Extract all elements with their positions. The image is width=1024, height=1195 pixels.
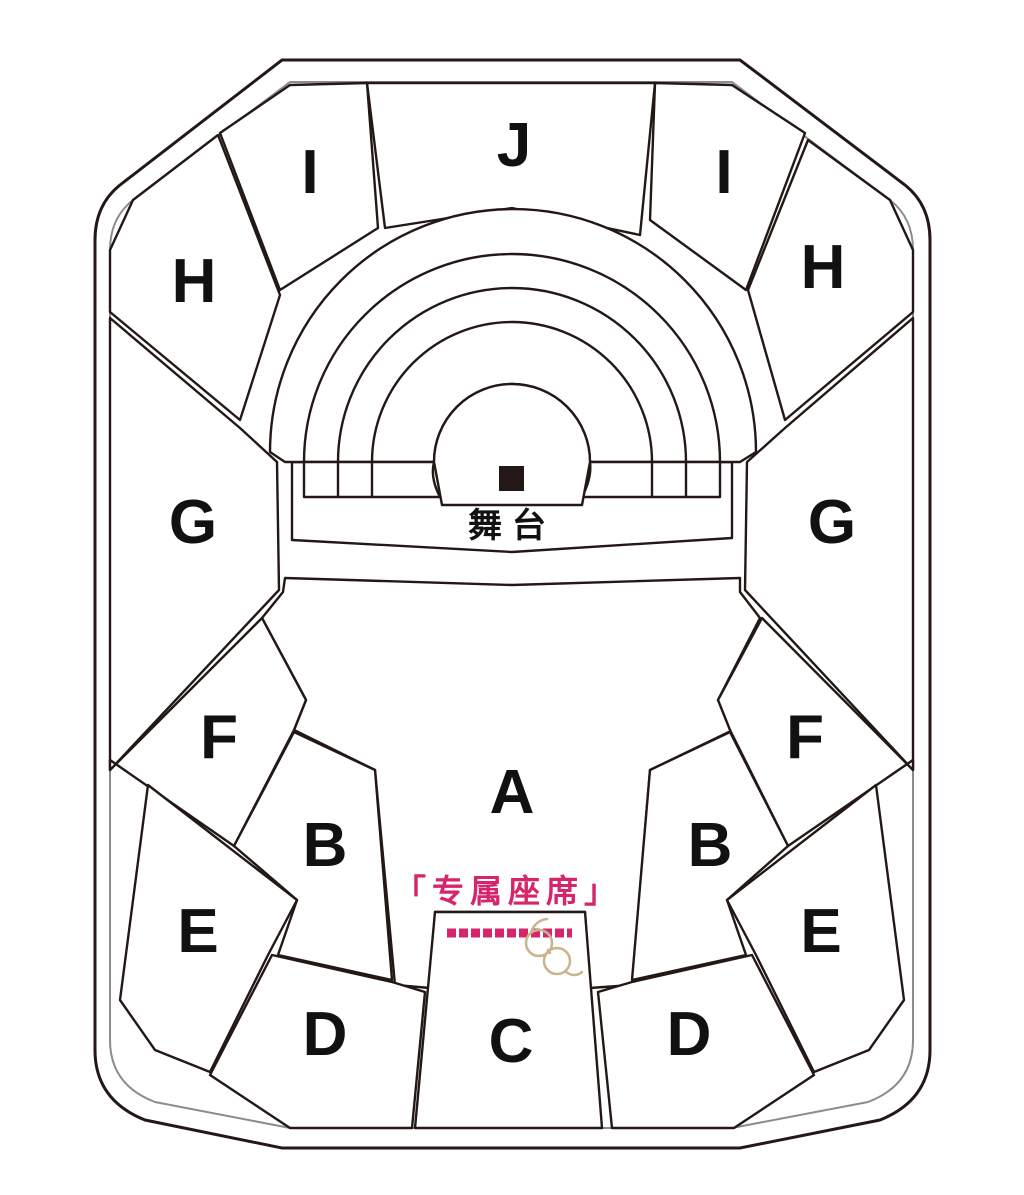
section-i-right[interactable] [648,81,807,292]
section-label-h-left: H [172,247,217,316]
section-g-left[interactable] [108,316,281,772]
glasses-icon [524,917,584,977]
section-f-left[interactable] [108,616,308,848]
section-e-left[interactable] [118,783,299,1074]
section-label-d-left: D [303,1000,348,1069]
section-label-i-right: I [715,138,732,207]
vip-seat-label: 「专属座席」 [394,872,622,910]
stage-tier-1 [302,252,722,463]
section-label-b-left: B [303,811,348,880]
section-c[interactable] [413,910,604,1130]
section-d-right[interactable] [596,953,816,1130]
section-label-h-right: H [801,233,846,302]
stage-label: 舞台 [468,506,556,546]
section-label-g-right: G [808,488,856,557]
section-label-f-right: F [786,703,824,772]
section-h-right[interactable] [746,138,915,422]
stage-tier-2 [336,286,688,463]
section-d-left[interactable] [208,953,427,1130]
section-label-j: J [497,111,531,180]
section-label-f-left: F [200,703,238,772]
section-e-right[interactable] [725,783,906,1074]
section-i-left[interactable] [218,81,380,292]
section-label-g-left: G [169,488,217,557]
section-label-e-right: E [800,897,841,966]
section-h-left[interactable] [108,133,282,422]
stage-main [432,382,592,507]
stage-center-marker [499,466,524,491]
section-label-c: C [489,1007,534,1076]
section-label-e-left: E [177,897,218,966]
section-label-a: A [490,758,535,827]
stage-tier-3 [370,320,654,463]
section-label-b-right: B [688,811,733,880]
section-label-d-right: D [667,1000,712,1069]
section-label-i-left: I [301,138,318,207]
section-g-right[interactable] [743,316,915,772]
section-f-right[interactable] [716,616,915,848]
